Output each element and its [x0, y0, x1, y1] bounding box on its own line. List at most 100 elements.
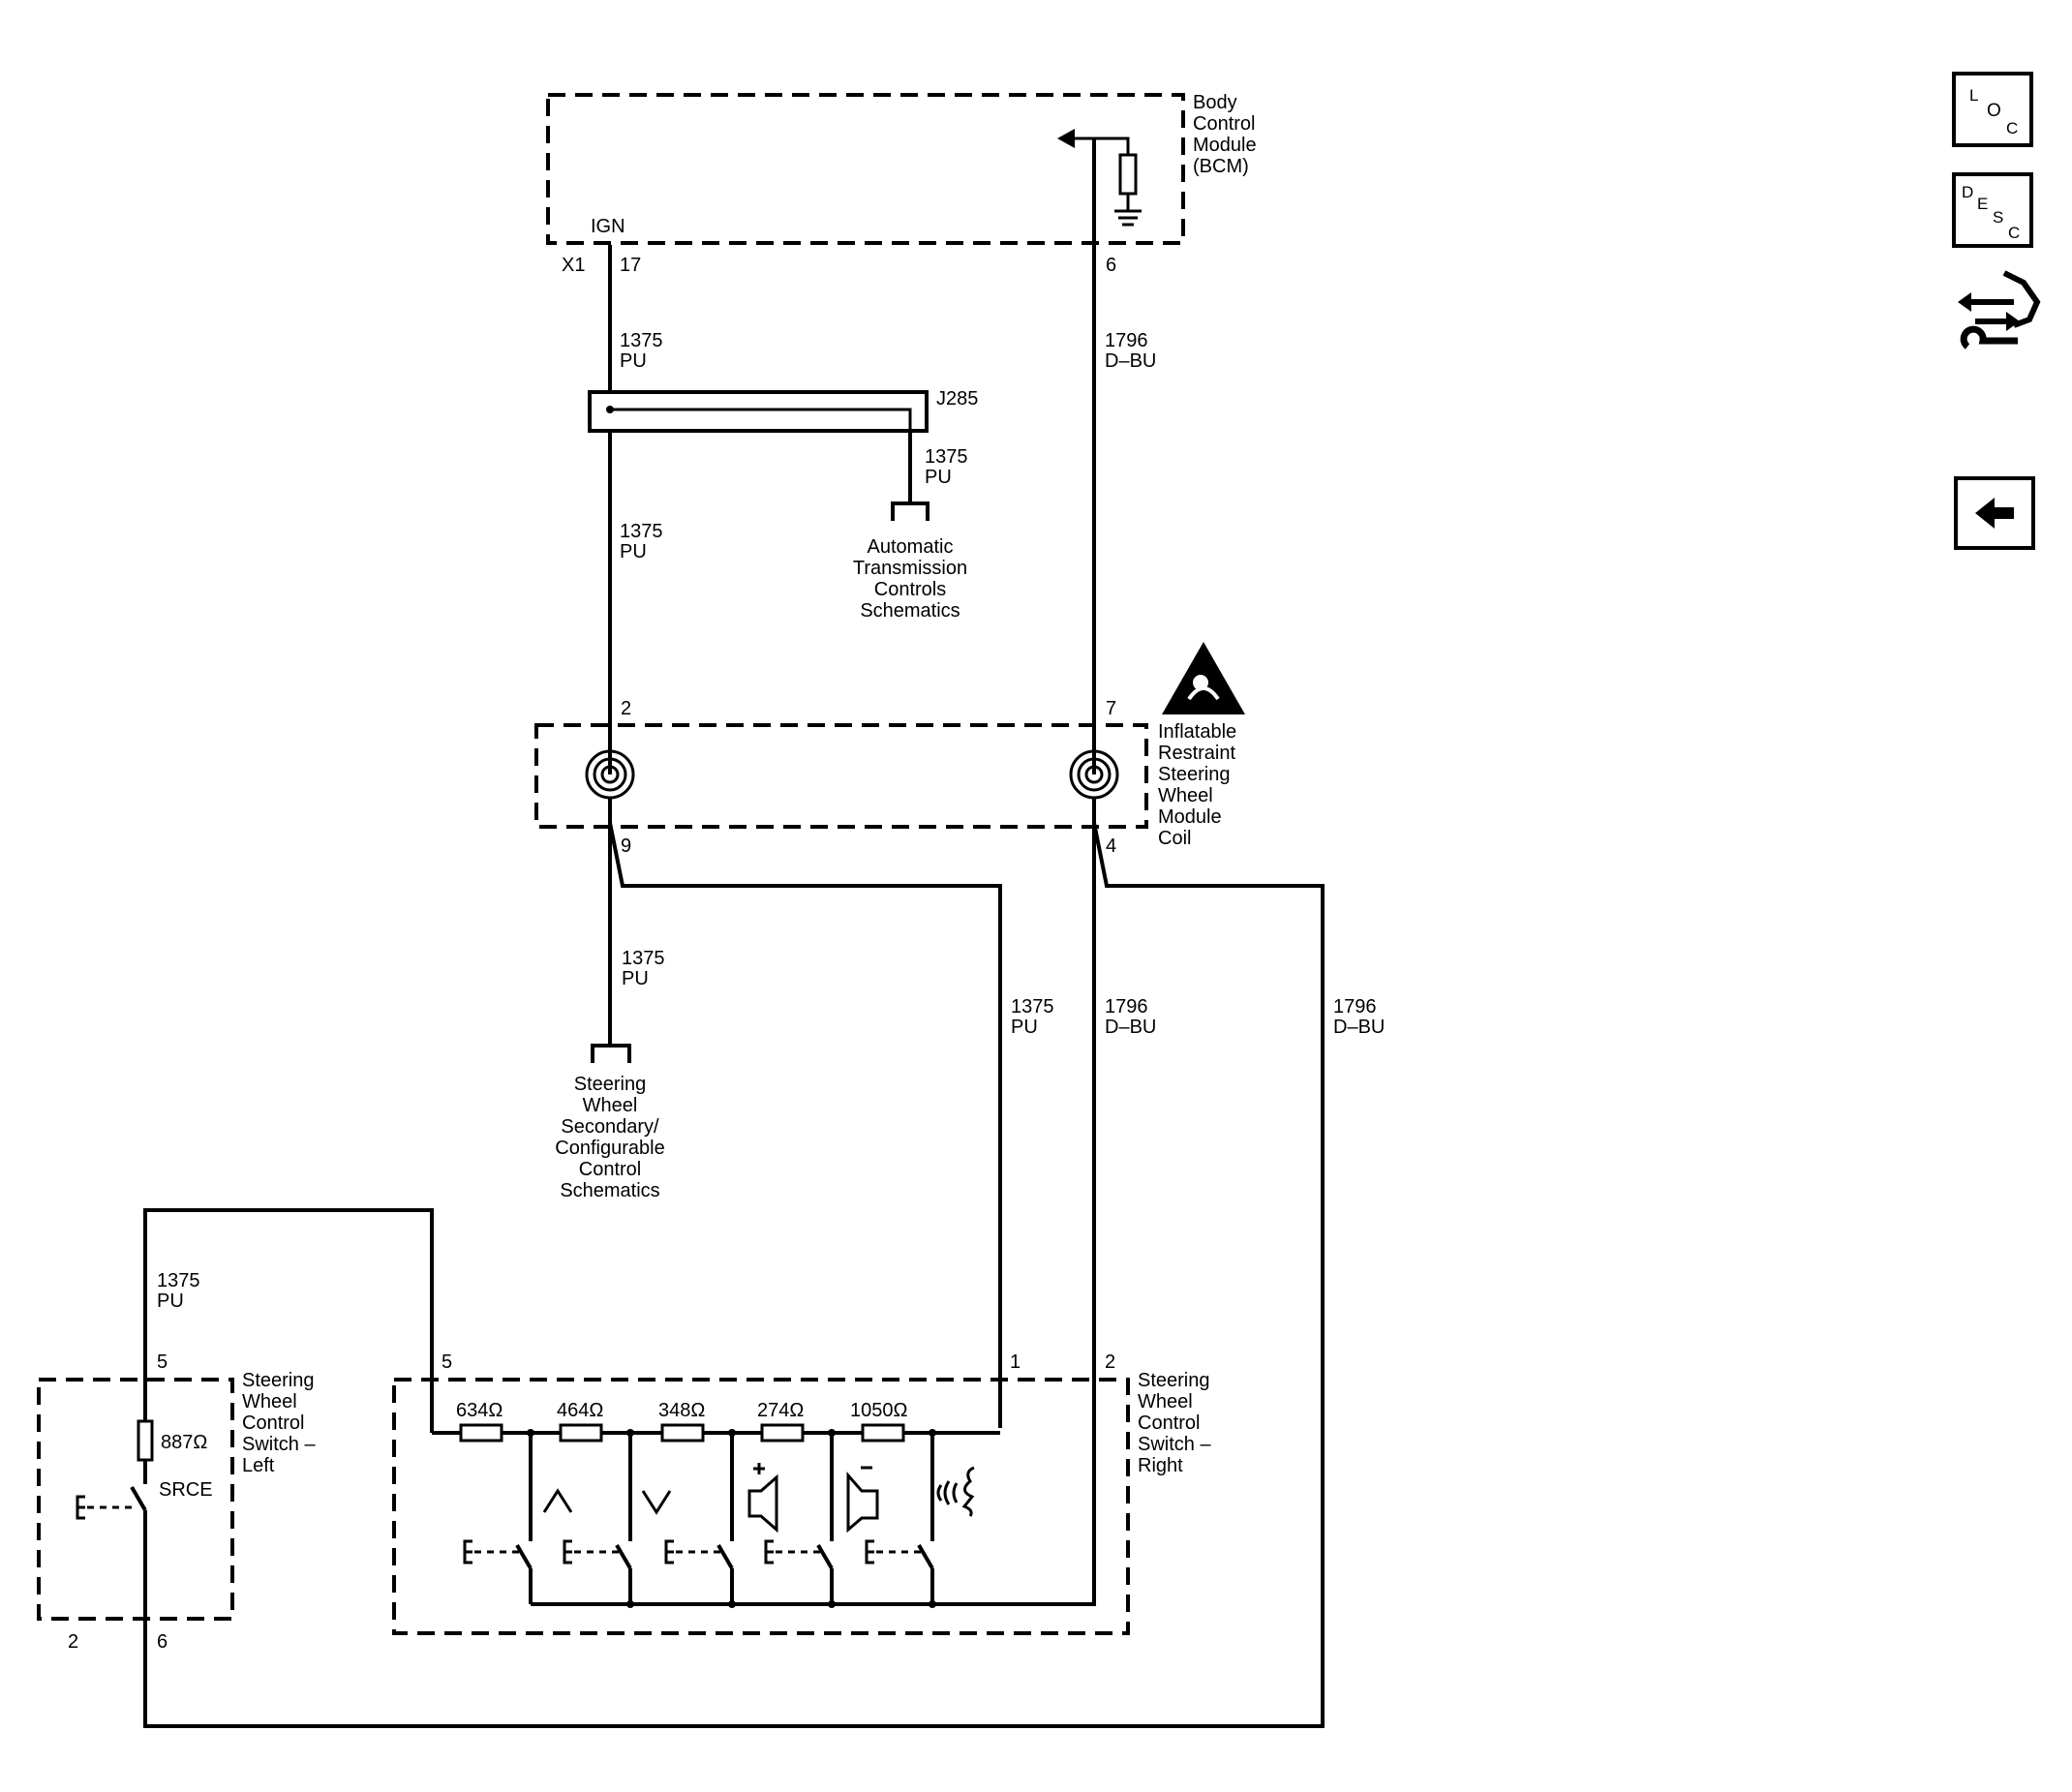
wire-label-1796-c-num: 1796	[1333, 996, 1377, 1017]
left-switch-label-line-4: Switch –	[242, 1434, 316, 1455]
wire-label-1375-b-color: PU	[925, 467, 952, 488]
ground-icon	[1114, 194, 1142, 227]
left-switch-resistor-value: 887Ω	[161, 1432, 207, 1453]
right-switch-label-line-1: Steering	[1138, 1370, 1210, 1391]
switch-branch-volume-up	[664, 1429, 736, 1608]
wire-label-1375-c-color: PU	[620, 541, 647, 562]
right-switch-label-line-2: Wheel	[1138, 1391, 1193, 1412]
wire-label-1375-d-color: PU	[622, 968, 649, 989]
coil-label-line-4: Wheel	[1158, 785, 1213, 806]
switch-branch-up	[463, 1429, 534, 1604]
wire-label-1796-b-num: 1796	[1105, 996, 1148, 1017]
desc-icon-letter-1: D	[1962, 183, 1973, 201]
left-switch-label-line-2: Wheel	[242, 1391, 297, 1412]
coil-pin-4: 4	[1106, 835, 1116, 857]
coil-label-line-2: Restraint	[1158, 743, 1235, 764]
splice-j285-label: J285	[936, 388, 978, 410]
loc-icon-letter-2: O	[1987, 101, 2001, 121]
connector-repair-icon[interactable]	[1958, 270, 2041, 349]
bcm-label-line-1: Body	[1193, 92, 1237, 113]
coil-module-box	[534, 723, 1148, 829]
wire-1375-coil-to-right-switch	[608, 822, 1002, 1428]
wire-label-1375-b-num: 1375	[925, 446, 968, 468]
wire-label-1796-a-num: 1796	[1105, 330, 1148, 351]
airbag-warning-icon	[1162, 642, 1245, 714]
coil-label-line-1: Inflatable	[1158, 721, 1236, 743]
wire-label-1796-b-color: D–BU	[1105, 1017, 1156, 1038]
resistor-464: 464Ω	[557, 1400, 603, 1443]
resistor-634: 634Ω	[456, 1400, 503, 1443]
right-switch-pin-5: 5	[442, 1352, 452, 1373]
swsc-reference-bracket	[591, 1044, 631, 1063]
swsc-ref-line-1: Steering	[574, 1074, 647, 1095]
bcm-pin-17: 17	[620, 255, 641, 276]
down-arrow-icon	[641, 1490, 672, 1515]
resistor-348-value: 348Ω	[658, 1400, 705, 1421]
swsc-ref-line-4: Configurable	[555, 1138, 664, 1159]
desc-icon[interactable]: D E S C	[1952, 172, 2033, 248]
resistor-274-value: 274Ω	[757, 1400, 804, 1421]
right-switch-pin-1: 1	[1010, 1352, 1021, 1373]
right-switch-label-line-3: Control	[1138, 1412, 1200, 1434]
desc-icon-letter-4: C	[2008, 224, 2020, 242]
splice-node	[606, 406, 614, 413]
wire-1375-left-to-right-switch	[143, 1208, 434, 1433]
wire-1796-coil-to-right-switch	[531, 798, 1096, 1606]
wire-label-1375-f-num: 1375	[157, 1270, 200, 1291]
voice-recognition-icon	[936, 1466, 975, 1517]
resistor-274: 274Ω	[757, 1400, 805, 1443]
right-switch-label-line-4: Switch –	[1138, 1434, 1211, 1455]
swsc-ref-line-5: Control	[579, 1159, 641, 1180]
right-switch-box	[392, 1378, 1130, 1635]
left-switch-label-line-5: Left	[242, 1455, 275, 1476]
wire-label-1375-a-color: PU	[620, 350, 647, 372]
volume-down-icon	[846, 1466, 879, 1534]
coil-pin-7: 7	[1106, 698, 1116, 719]
coil-label-line-5: Module	[1158, 806, 1222, 828]
right-switch-label-line-5: Right	[1138, 1455, 1183, 1476]
right-switch-pin-2: 2	[1105, 1352, 1115, 1373]
bcm-ign-label: IGN	[591, 216, 625, 237]
resistor-348: 348Ω	[658, 1400, 705, 1443]
bcm-connector-label: X1	[562, 255, 585, 276]
resistor-1050: 1050Ω	[850, 1400, 907, 1443]
switch-branch-volume-down	[764, 1429, 836, 1608]
volume-up-icon	[747, 1463, 778, 1534]
bcm-pullup-resistor	[1118, 153, 1138, 196]
bcm-label-line-2: Control	[1193, 113, 1255, 135]
left-switch-box	[37, 1378, 234, 1621]
desc-icon-letter-3: S	[1993, 208, 2003, 227]
loc-icon-letter-1: L	[1969, 86, 1978, 105]
left-switch-label-line-1: Steering	[242, 1370, 315, 1391]
coil-pin-9: 9	[621, 835, 631, 857]
up-arrow-icon	[542, 1488, 573, 1513]
wire-label-1375-d-num: 1375	[622, 948, 665, 969]
splice-j285-box	[588, 390, 929, 433]
atc-ref-line-4: Schematics	[860, 600, 960, 622]
bcm-input-arrow	[1057, 129, 1130, 155]
back-arrow-icon[interactable]	[1954, 476, 2035, 550]
switch-branch-down	[563, 1429, 634, 1608]
loc-icon[interactable]: L O C	[1952, 72, 2033, 147]
switch-branch-voice	[865, 1429, 936, 1608]
srce-switch-contact	[130, 1485, 147, 1512]
desc-icon-letter-2: E	[1977, 195, 1988, 213]
atc-ref-line-1: Automatic	[868, 536, 954, 558]
wire-label-1375-e-num: 1375	[1011, 996, 1054, 1017]
srce-switch-label: SRCE	[159, 1479, 213, 1501]
left-switch-label-line-3: Control	[242, 1412, 304, 1434]
left-switch-resistor	[137, 1419, 154, 1462]
wire-label-1375-c-num: 1375	[620, 521, 663, 542]
bcm-pin-6: 6	[1106, 255, 1116, 276]
wire-label-1375-a-num: 1375	[620, 330, 663, 351]
resistor-1050-value: 1050Ω	[850, 1400, 907, 1421]
resistor-464-value: 464Ω	[557, 1400, 603, 1421]
swsc-ref-line-3: Secondary/	[561, 1116, 659, 1138]
wire-1796-coil-to-left-switch	[143, 822, 1325, 1728]
bcm-label-line-3: Module	[1193, 135, 1257, 156]
atc-ref-line-2: Transmission	[853, 558, 967, 579]
coil-label-line-3: Steering	[1158, 764, 1231, 785]
resistor-634-value: 634Ω	[456, 1400, 503, 1421]
atc-reference-bracket	[891, 501, 929, 521]
